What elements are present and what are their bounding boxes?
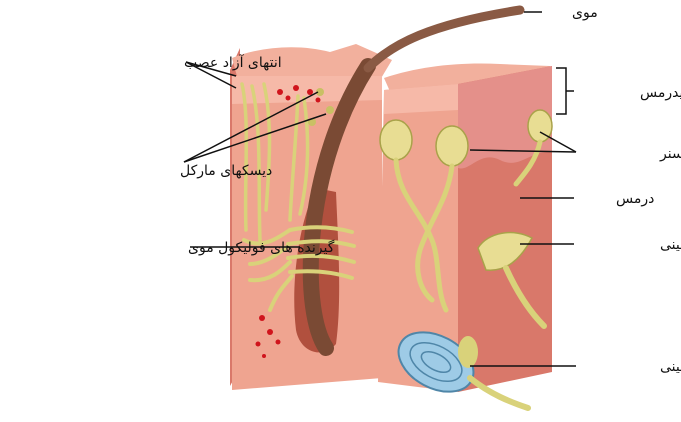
label-meissner-corpuscle: جسمک میسنر: [659, 146, 681, 162]
label-ruffini-corpuscle: جسمک رافینی: [660, 237, 681, 253]
label-hair-follicle-receptors: گیرنده های فولیکول موی: [188, 239, 335, 256]
bracket-epidermis: [556, 68, 566, 114]
label-free-nerve-endings: انتهای آزاد عصب: [184, 54, 282, 71]
right-skin-block: [378, 64, 552, 408]
hair-shaft: [368, 10, 520, 68]
label-hair: مو‌ی: [572, 5, 598, 21]
label-merkel-discs: دیسکهای مارکل: [180, 163, 272, 179]
label-dermis: درمس: [616, 191, 654, 207]
label-pacinian-corpuscle: جسمک پاسینی: [660, 359, 681, 375]
label-epidermis: اپیدرمس: [640, 85, 681, 101]
